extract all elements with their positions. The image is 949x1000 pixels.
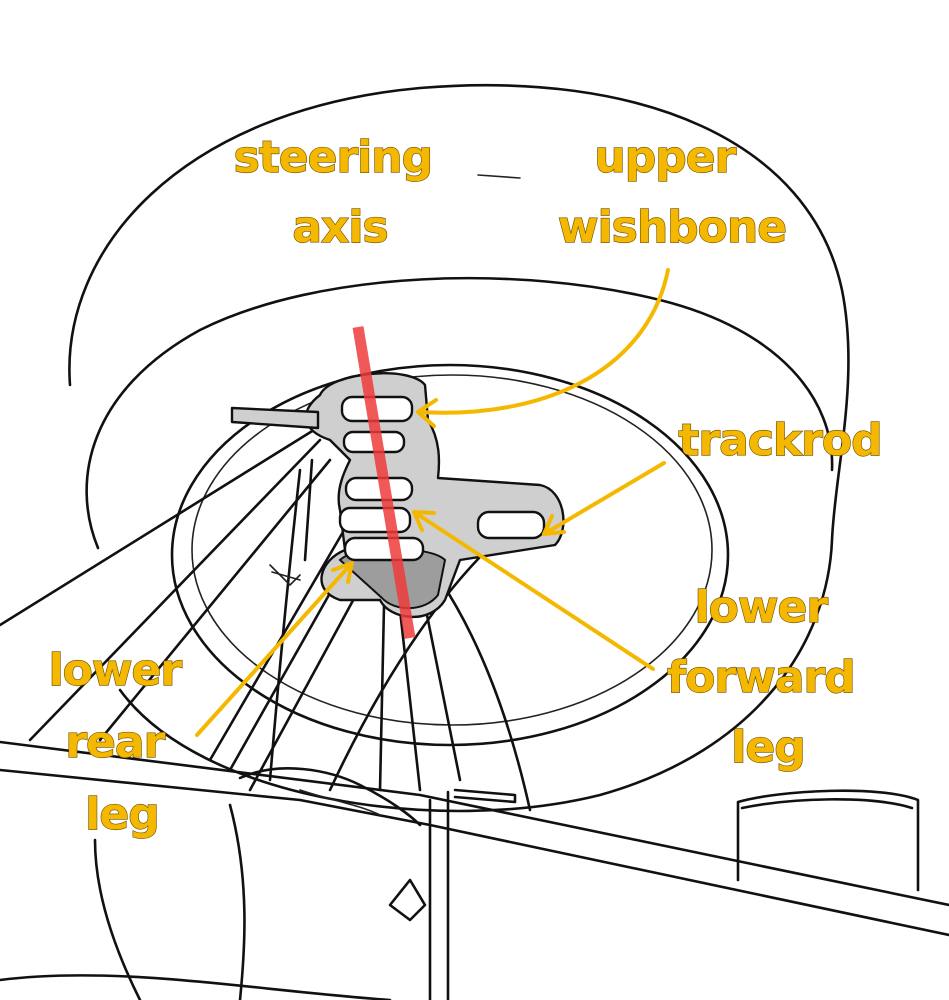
bracket xyxy=(428,790,450,1000)
upper-wishbone-arrow xyxy=(416,268,670,428)
wheel xyxy=(68,84,850,813)
tyre-outer xyxy=(68,84,850,813)
chassis-detail xyxy=(299,789,381,816)
label-line: forward xyxy=(667,652,855,703)
lower-hole-2 xyxy=(343,536,425,562)
upper-wishbone-leg-2 xyxy=(28,438,322,742)
suspension-links xyxy=(0,418,532,812)
label-line: upper xyxy=(594,132,736,183)
label-line: axis xyxy=(292,202,387,253)
label-lower-forward-leg: lower forward leg xyxy=(667,582,869,773)
bolt xyxy=(271,571,301,581)
label-line: steering xyxy=(234,132,433,183)
tyre-highlight xyxy=(477,174,521,179)
hinge xyxy=(453,788,517,804)
rim-outer xyxy=(170,363,730,747)
lower-rear-leg-arrow xyxy=(195,561,354,737)
lower-forward-leg-arrow xyxy=(412,510,655,671)
callout-arrows xyxy=(195,268,670,737)
bracket-foot xyxy=(388,878,427,922)
mount-box-top xyxy=(740,798,914,810)
lower-rear-leg-link-1 xyxy=(98,458,332,742)
labels: steering axis upper wishbone trackrod lo… xyxy=(48,131,883,840)
label-line: wishbone xyxy=(558,202,786,253)
mount-box xyxy=(736,789,920,892)
chassis-top-edge xyxy=(0,740,949,907)
chassis xyxy=(0,740,949,1000)
label-line: lower xyxy=(695,582,829,633)
chassis-top-edge-lower xyxy=(0,768,949,937)
trackrod-arrow xyxy=(542,461,666,536)
label-lower-rear-leg: lower rear leg xyxy=(49,645,196,840)
label-line: lower xyxy=(49,645,183,696)
rim-inner xyxy=(191,374,713,726)
tyre-sidewall xyxy=(85,276,834,550)
label-line: rear xyxy=(65,717,165,768)
pushrod xyxy=(268,468,302,782)
chassis-curve-2 xyxy=(228,803,246,1000)
lower-link-6 xyxy=(438,578,532,812)
lower-hole-1 xyxy=(338,506,412,534)
label-line: leg xyxy=(731,722,804,773)
label-trackrod: trackrod xyxy=(678,415,881,466)
label-steering-axis: steering axis xyxy=(234,132,447,253)
label-line: leg xyxy=(85,789,158,840)
label-upper-wishbone: upper wishbone xyxy=(558,132,786,253)
chassis-panel xyxy=(0,974,392,1000)
chassis-curve xyxy=(93,838,142,1000)
chassis-bump xyxy=(238,767,422,827)
label-line: trackrod xyxy=(678,415,881,466)
steering-axis-line xyxy=(352,326,416,639)
trackrod-joint xyxy=(476,510,546,540)
pushrod-2 xyxy=(303,458,314,562)
spindle xyxy=(230,406,320,430)
upper-wishbone-leg-1 xyxy=(0,418,332,627)
